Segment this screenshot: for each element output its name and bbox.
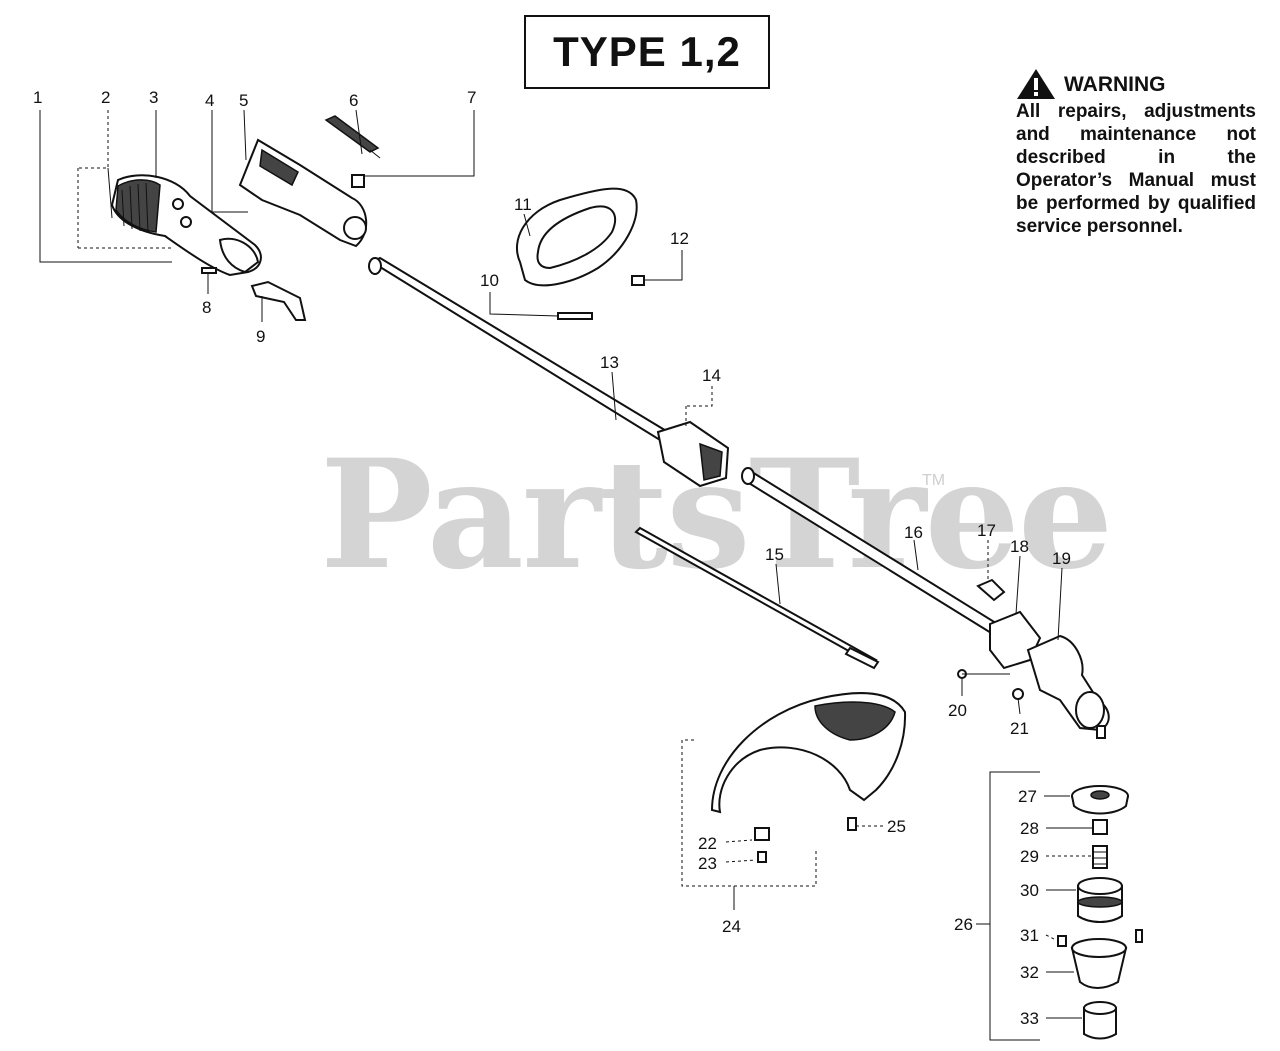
callout-30: 30 (1020, 881, 1039, 900)
callout-5: 5 (239, 91, 248, 110)
page-title: TYPE 1,2 (553, 28, 741, 75)
callout-28: 28 (1020, 819, 1039, 838)
callout-16: 16 (904, 523, 923, 542)
callout-12: 12 (670, 229, 689, 248)
trigger-parts (201, 267, 307, 321)
callout-17: 17 (977, 521, 996, 540)
callout-27: 27 (1018, 787, 1037, 806)
warning-heading: WARNING (1064, 72, 1166, 96)
callout-numbers: 1 2 3 4 5 6 7 8 9 10 11 12 13 14 15 16 1… (33, 88, 1071, 1028)
gearhead-assembly (957, 578, 1110, 739)
callout-1: 1 (33, 88, 42, 107)
callout-31: 31 (1020, 926, 1039, 945)
callout-15: 15 (765, 545, 784, 564)
upper-drive-tube (368, 256, 730, 488)
engine-housing (110, 174, 262, 277)
callout-33: 33 (1020, 1009, 1039, 1028)
flex-drive-shaft (634, 526, 880, 670)
callout-10: 10 (480, 271, 499, 290)
warning-triangle-icon (1017, 69, 1055, 99)
callout-29: 29 (1020, 847, 1039, 866)
callout-19: 19 (1052, 549, 1071, 568)
handle-bracket (238, 138, 368, 248)
callout-18: 18 (1010, 537, 1029, 556)
callout-22: 22 (698, 834, 717, 853)
callout-25: 25 (887, 817, 906, 836)
leader-lines (39, 109, 1092, 1041)
callout-6: 6 (349, 91, 358, 110)
callout-24: 24 (722, 917, 741, 936)
warning-notice: WARNING All repairs, adjustments and mai… (1016, 68, 1256, 238)
callout-13: 13 (600, 353, 619, 372)
callout-9: 9 (256, 327, 265, 346)
callout-21: 21 (1010, 719, 1029, 738)
trimmer-head (1057, 785, 1143, 1040)
type-title-box: TYPE 1,2 (524, 15, 770, 89)
callout-20: 20 (948, 701, 967, 720)
callout-2: 2 (101, 88, 110, 107)
callout-32: 32 (1020, 963, 1039, 982)
callout-11: 11 (514, 195, 532, 214)
callout-3: 3 (149, 88, 158, 107)
assist-handle (515, 187, 645, 320)
callout-14: 14 (702, 366, 721, 385)
throttle-cable (324, 115, 381, 188)
callout-26: 26 (954, 915, 973, 934)
callout-8: 8 (202, 298, 211, 317)
trimmer-guard (710, 692, 907, 863)
warning-text: All repairs, adjustments and maintenance… (1016, 101, 1256, 237)
trademark-mark: TM (922, 472, 946, 489)
callout-23: 23 (698, 854, 717, 873)
callout-4: 4 (205, 91, 214, 110)
callout-7: 7 (467, 88, 476, 107)
